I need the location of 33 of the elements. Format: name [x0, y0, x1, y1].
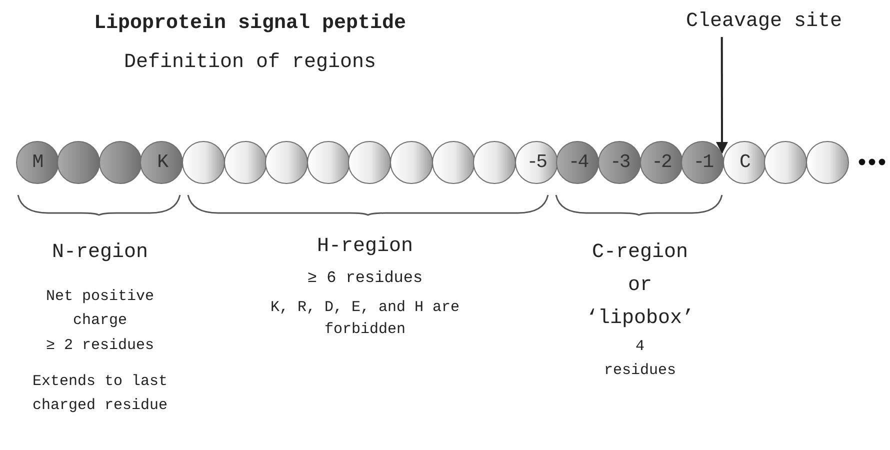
residue-bead-charged: -3: [598, 140, 641, 184]
residue-bead: C: [722, 140, 766, 184]
residue-bead-charged: [57, 140, 100, 184]
residue-bead-charged: -1: [681, 140, 724, 184]
residue-bead-charged: -2: [640, 140, 682, 184]
residue-bead: [473, 140, 516, 184]
region-label: C-region or ‘lipobox’: [584, 240, 696, 332]
subtitle: Definition of regions: [122, 50, 378, 76]
residue-bead: [432, 140, 474, 184]
region-label: ≥ 6 residues: [306, 268, 424, 289]
region-label: Net positive charge: [44, 287, 156, 331]
residue-bead: [265, 140, 308, 184]
region-label: ≥ 2 residues: [44, 336, 156, 356]
residue-bead: [764, 140, 808, 184]
residue-bead: [348, 140, 392, 184]
residue-bead: [390, 140, 433, 184]
callout-text: Cleavage site: [640, 10, 888, 34]
region-label: K, R, D, E, and H are forbidden: [269, 298, 461, 340]
residue-bead-charged: K: [140, 140, 184, 184]
residue-bead-charged: -4: [556, 140, 600, 184]
title: Lipoprotein signal peptide: [92, 12, 408, 36]
residue-bead: [806, 140, 849, 184]
residue-bead: [306, 140, 350, 184]
residue-bead-charged: M: [16, 140, 58, 184]
region-label: 4 residues: [602, 337, 677, 381]
residue-bead: -5: [514, 140, 558, 184]
residue-bead-charged: [98, 140, 142, 184]
region-label: H-region: [316, 234, 414, 260]
region-label: N-region: [50, 240, 149, 266]
residue-bead: [182, 140, 225, 184]
region-label: Extends to last charged residue: [32, 372, 168, 416]
residue-bead: [224, 140, 266, 184]
arrow: [716, 37, 728, 154]
